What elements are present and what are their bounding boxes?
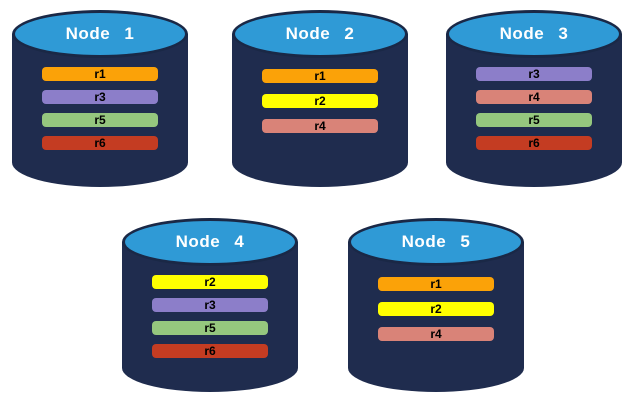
- replica-bar-r6: r6: [42, 136, 158, 150]
- cylinder-top: Node 5: [348, 218, 524, 266]
- replica-bar-list: r1 r2 r4: [378, 277, 494, 341]
- replica-bar-r3: r3: [476, 67, 592, 81]
- node-label: Node 4: [175, 232, 245, 251]
- replica-bar-r3: r3: [152, 298, 268, 312]
- replica-bar-list: r2 r3 r5 r6: [152, 275, 268, 358]
- cylinder-body: [446, 34, 622, 187]
- cylinder-body: [348, 242, 524, 392]
- cylinder-top: Node 2: [232, 10, 408, 58]
- cylinder-top: Node 3: [446, 10, 622, 58]
- replica-bar-list: r3 r4 r5 r6: [476, 67, 592, 150]
- node-label: Node 2: [285, 24, 355, 43]
- replica-bar-r2: r2: [262, 94, 378, 108]
- replica-bar-r5: r5: [476, 113, 592, 127]
- replica-bar-list: r1 r3 r5 r6: [42, 67, 158, 150]
- cylinder-body: [12, 34, 188, 187]
- cylinder-body: [122, 242, 298, 392]
- cylinder-body: [232, 34, 408, 187]
- replica-bar-r1: r1: [262, 69, 378, 83]
- replica-bar-r4: r4: [476, 90, 592, 104]
- node-cylinder-5: Node 5 r1 r2 r4: [348, 218, 524, 392]
- replica-bar-r1: r1: [378, 277, 494, 291]
- node-cylinder-3: Node 3 r3 r4 r5 r6: [446, 10, 622, 187]
- replica-bar-list: r1 r2 r4: [262, 69, 378, 133]
- replica-bar-r6: r6: [152, 344, 268, 358]
- node-label: Node 5: [401, 232, 471, 251]
- replica-bar-r5: r5: [42, 113, 158, 127]
- replica-bar-r2: r2: [152, 275, 268, 289]
- node-cylinder-2: Node 2 r1 r2 r4: [232, 10, 408, 187]
- replica-bar-r1: r1: [42, 67, 158, 81]
- node-cylinder-4: Node 4 r2 r3 r5 r6: [122, 218, 298, 392]
- replica-bar-r6: r6: [476, 136, 592, 150]
- cylinder-top: Node 1: [12, 10, 188, 58]
- node-label: Node 1: [65, 24, 135, 43]
- replica-bar-r4: r4: [262, 119, 378, 133]
- replica-bar-r3: r3: [42, 90, 158, 104]
- node-label: Node 3: [499, 24, 569, 43]
- replica-bar-r2: r2: [378, 302, 494, 316]
- replica-bar-r5: r5: [152, 321, 268, 335]
- node-cylinder-1: Node 1 r1 r3 r5 r6: [12, 10, 188, 187]
- replica-bar-r4: r4: [378, 327, 494, 341]
- cylinder-top: Node 4: [122, 218, 298, 266]
